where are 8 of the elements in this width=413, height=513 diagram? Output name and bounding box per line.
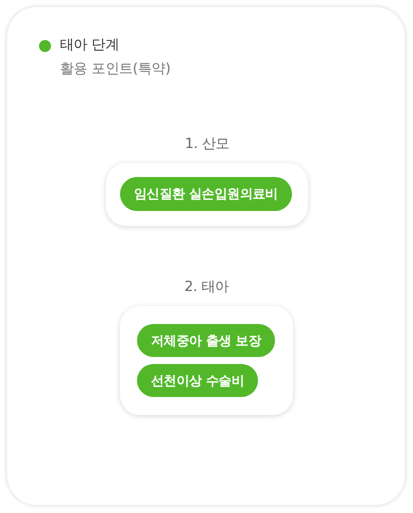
coverage-tag: 저체중아 출생 보장 (137, 324, 276, 357)
info-card (7, 7, 405, 505)
section-heading: 2. 태아 (184, 278, 229, 296)
section-heading: 1. 산모 (184, 135, 230, 153)
card-title: 태아 단계 (60, 36, 119, 54)
card-subtitle: 활용 포인트(특약) (60, 60, 170, 78)
coverage-tag: 선천이상 수술비 (137, 364, 258, 397)
coverage-tag: 임신질환 실손입원의료비 (120, 177, 292, 211)
